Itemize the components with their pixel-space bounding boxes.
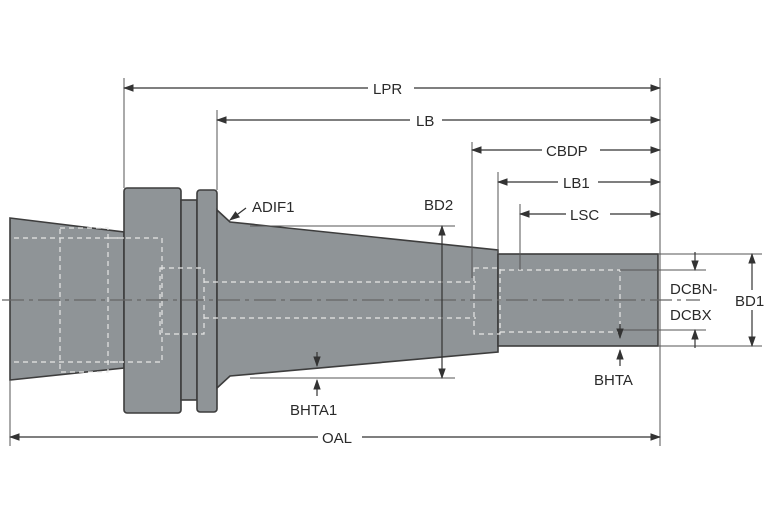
conical-extension — [216, 208, 499, 390]
dcbn-label: DCBN- — [670, 281, 718, 298]
taper-shank — [9, 217, 125, 381]
cbdp-label: CBDP — [546, 143, 588, 160]
lpr-label: LPR — [373, 81, 402, 98]
lsc-label: LSC — [570, 207, 599, 224]
flange-ring — [196, 189, 218, 413]
hidden-lines — [14, 227, 621, 373]
lb1-label: LB1 — [563, 175, 590, 192]
lb-label: LB — [416, 113, 434, 130]
bd2-label: BD2 — [424, 197, 453, 214]
bd1-label: BD1 — [735, 293, 764, 310]
bhta1-label: BHTA1 — [290, 402, 337, 419]
bhta-label: BHTA — [594, 372, 633, 389]
adif1-leader — [229, 207, 247, 221]
oal-label: OAL — [322, 430, 352, 447]
dcbx-label: DCBX — [670, 307, 712, 324]
adif1-label: ADIF1 — [252, 199, 295, 216]
tool-body — [9, 187, 659, 414]
